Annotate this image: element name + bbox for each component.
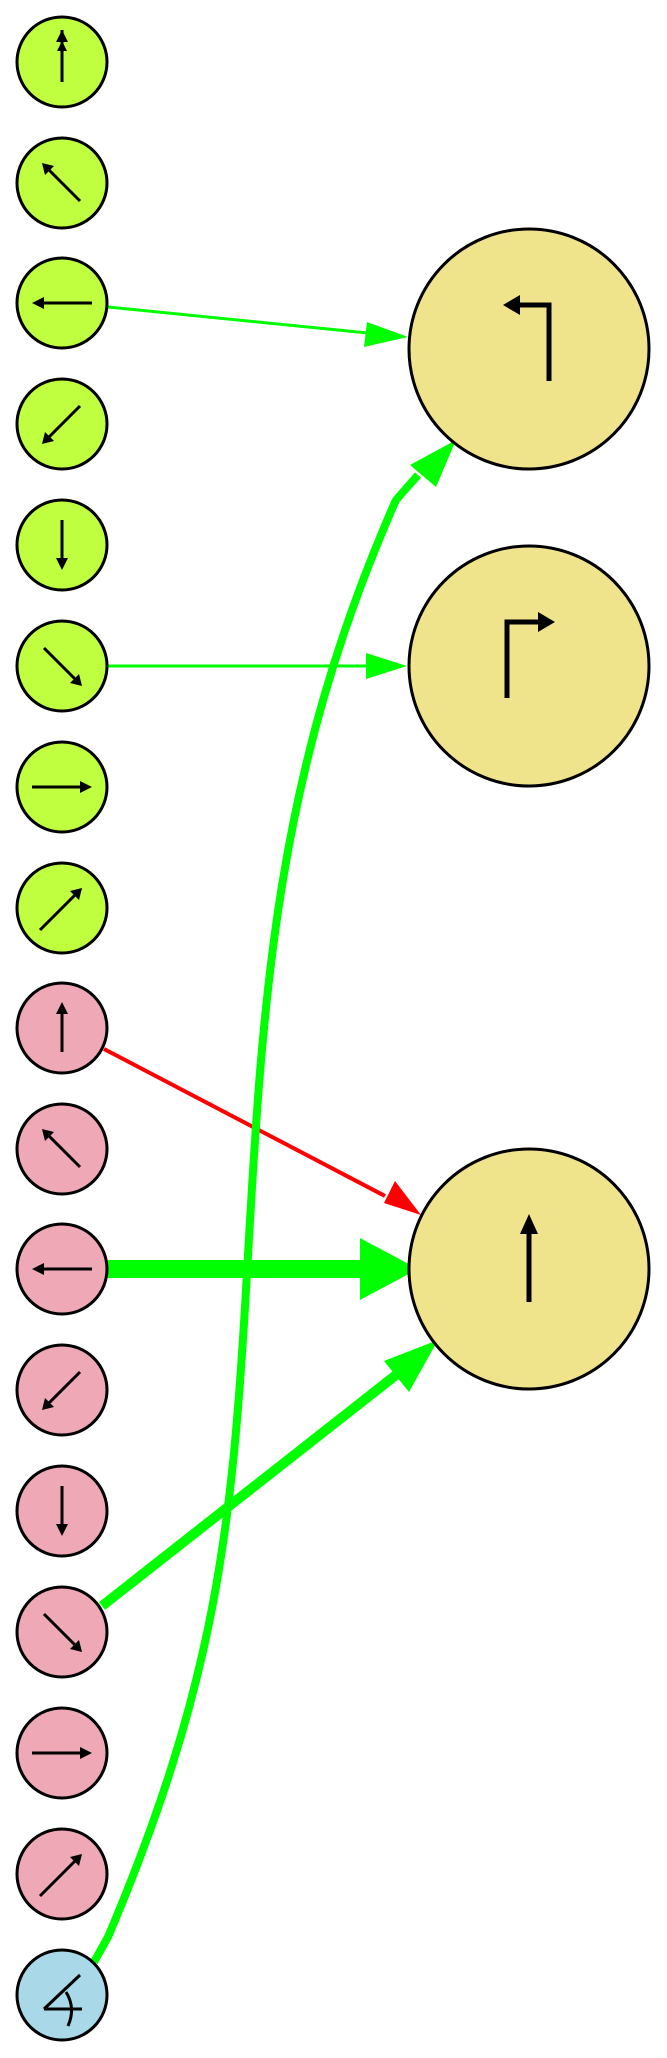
arrow-up-icon	[56, 30, 68, 82]
arrow-up-icon	[56, 1002, 68, 1052]
node-pink-downright[interactable]	[15, 1585, 109, 1679]
arrowhead	[410, 440, 456, 487]
arrow-up-right-icon	[38, 1854, 82, 1898]
arrow-up-left-icon	[42, 163, 82, 203]
node-green-down[interactable]	[15, 498, 109, 592]
arrow-down-left-icon	[42, 1370, 82, 1410]
source-nodes	[15, 15, 109, 2042]
node-pink-downleft[interactable]	[15, 1343, 109, 1437]
node-pink-left[interactable]	[15, 1222, 109, 1316]
node-pink-up[interactable]	[15, 981, 109, 1075]
arrowhead	[360, 1238, 418, 1300]
node-pink-upleft[interactable]	[15, 1102, 109, 1196]
straight-up-arrow-icon	[520, 1214, 538, 1302]
node-green-upright[interactable]	[15, 861, 109, 955]
node-pink-down[interactable]	[15, 1464, 109, 1558]
node-green-right[interactable]	[15, 740, 109, 834]
arrow-down-icon	[56, 1486, 68, 1536]
node-green-downleft[interactable]	[15, 377, 109, 471]
arrow-left-icon	[32, 1263, 92, 1275]
edge-green-left-to-turn-left	[107, 305, 369, 335]
node-blue-angle[interactable]	[15, 1948, 109, 2042]
edge-red-pinkup-to-straight	[103, 1047, 386, 1198]
arrow-down-icon	[56, 520, 68, 570]
arrowhead	[366, 653, 407, 679]
node-green-upleft[interactable]	[15, 136, 109, 230]
edge-green-pinkdownright-to-straight	[98, 1371, 400, 1610]
node-straight[interactable]	[407, 1147, 651, 1391]
arrow-up-left-icon	[42, 1129, 82, 1169]
node-turn-left[interactable]	[407, 227, 651, 471]
edges	[90, 305, 456, 1964]
arrowhead	[384, 1340, 438, 1392]
turn-left-arrow-icon	[503, 295, 552, 381]
node-pink-upright[interactable]	[15, 1827, 109, 1921]
arrow-down-left-icon	[42, 404, 82, 444]
turn-right-arrow-icon	[504, 612, 555, 698]
arrow-down-right-icon	[42, 646, 82, 686]
node-turn-right[interactable]	[407, 544, 651, 788]
arrowhead	[384, 1181, 421, 1215]
angle-icon	[42, 1973, 82, 2027]
node-green-left[interactable]	[15, 256, 109, 350]
edge-green-angle-to-turn-left	[90, 472, 422, 1964]
arrow-right-icon	[32, 1747, 92, 1759]
node-green-downright[interactable]	[15, 619, 109, 713]
node-pink-right[interactable]	[15, 1706, 109, 1800]
arrowhead	[364, 322, 408, 347]
node-green-up[interactable]	[15, 15, 109, 109]
arrow-down-right-icon	[42, 1612, 82, 1652]
arrow-right-icon	[32, 781, 92, 793]
target-nodes	[407, 227, 651, 1391]
arrow-up-right-icon	[38, 888, 82, 932]
arrow-left-icon	[32, 297, 92, 309]
